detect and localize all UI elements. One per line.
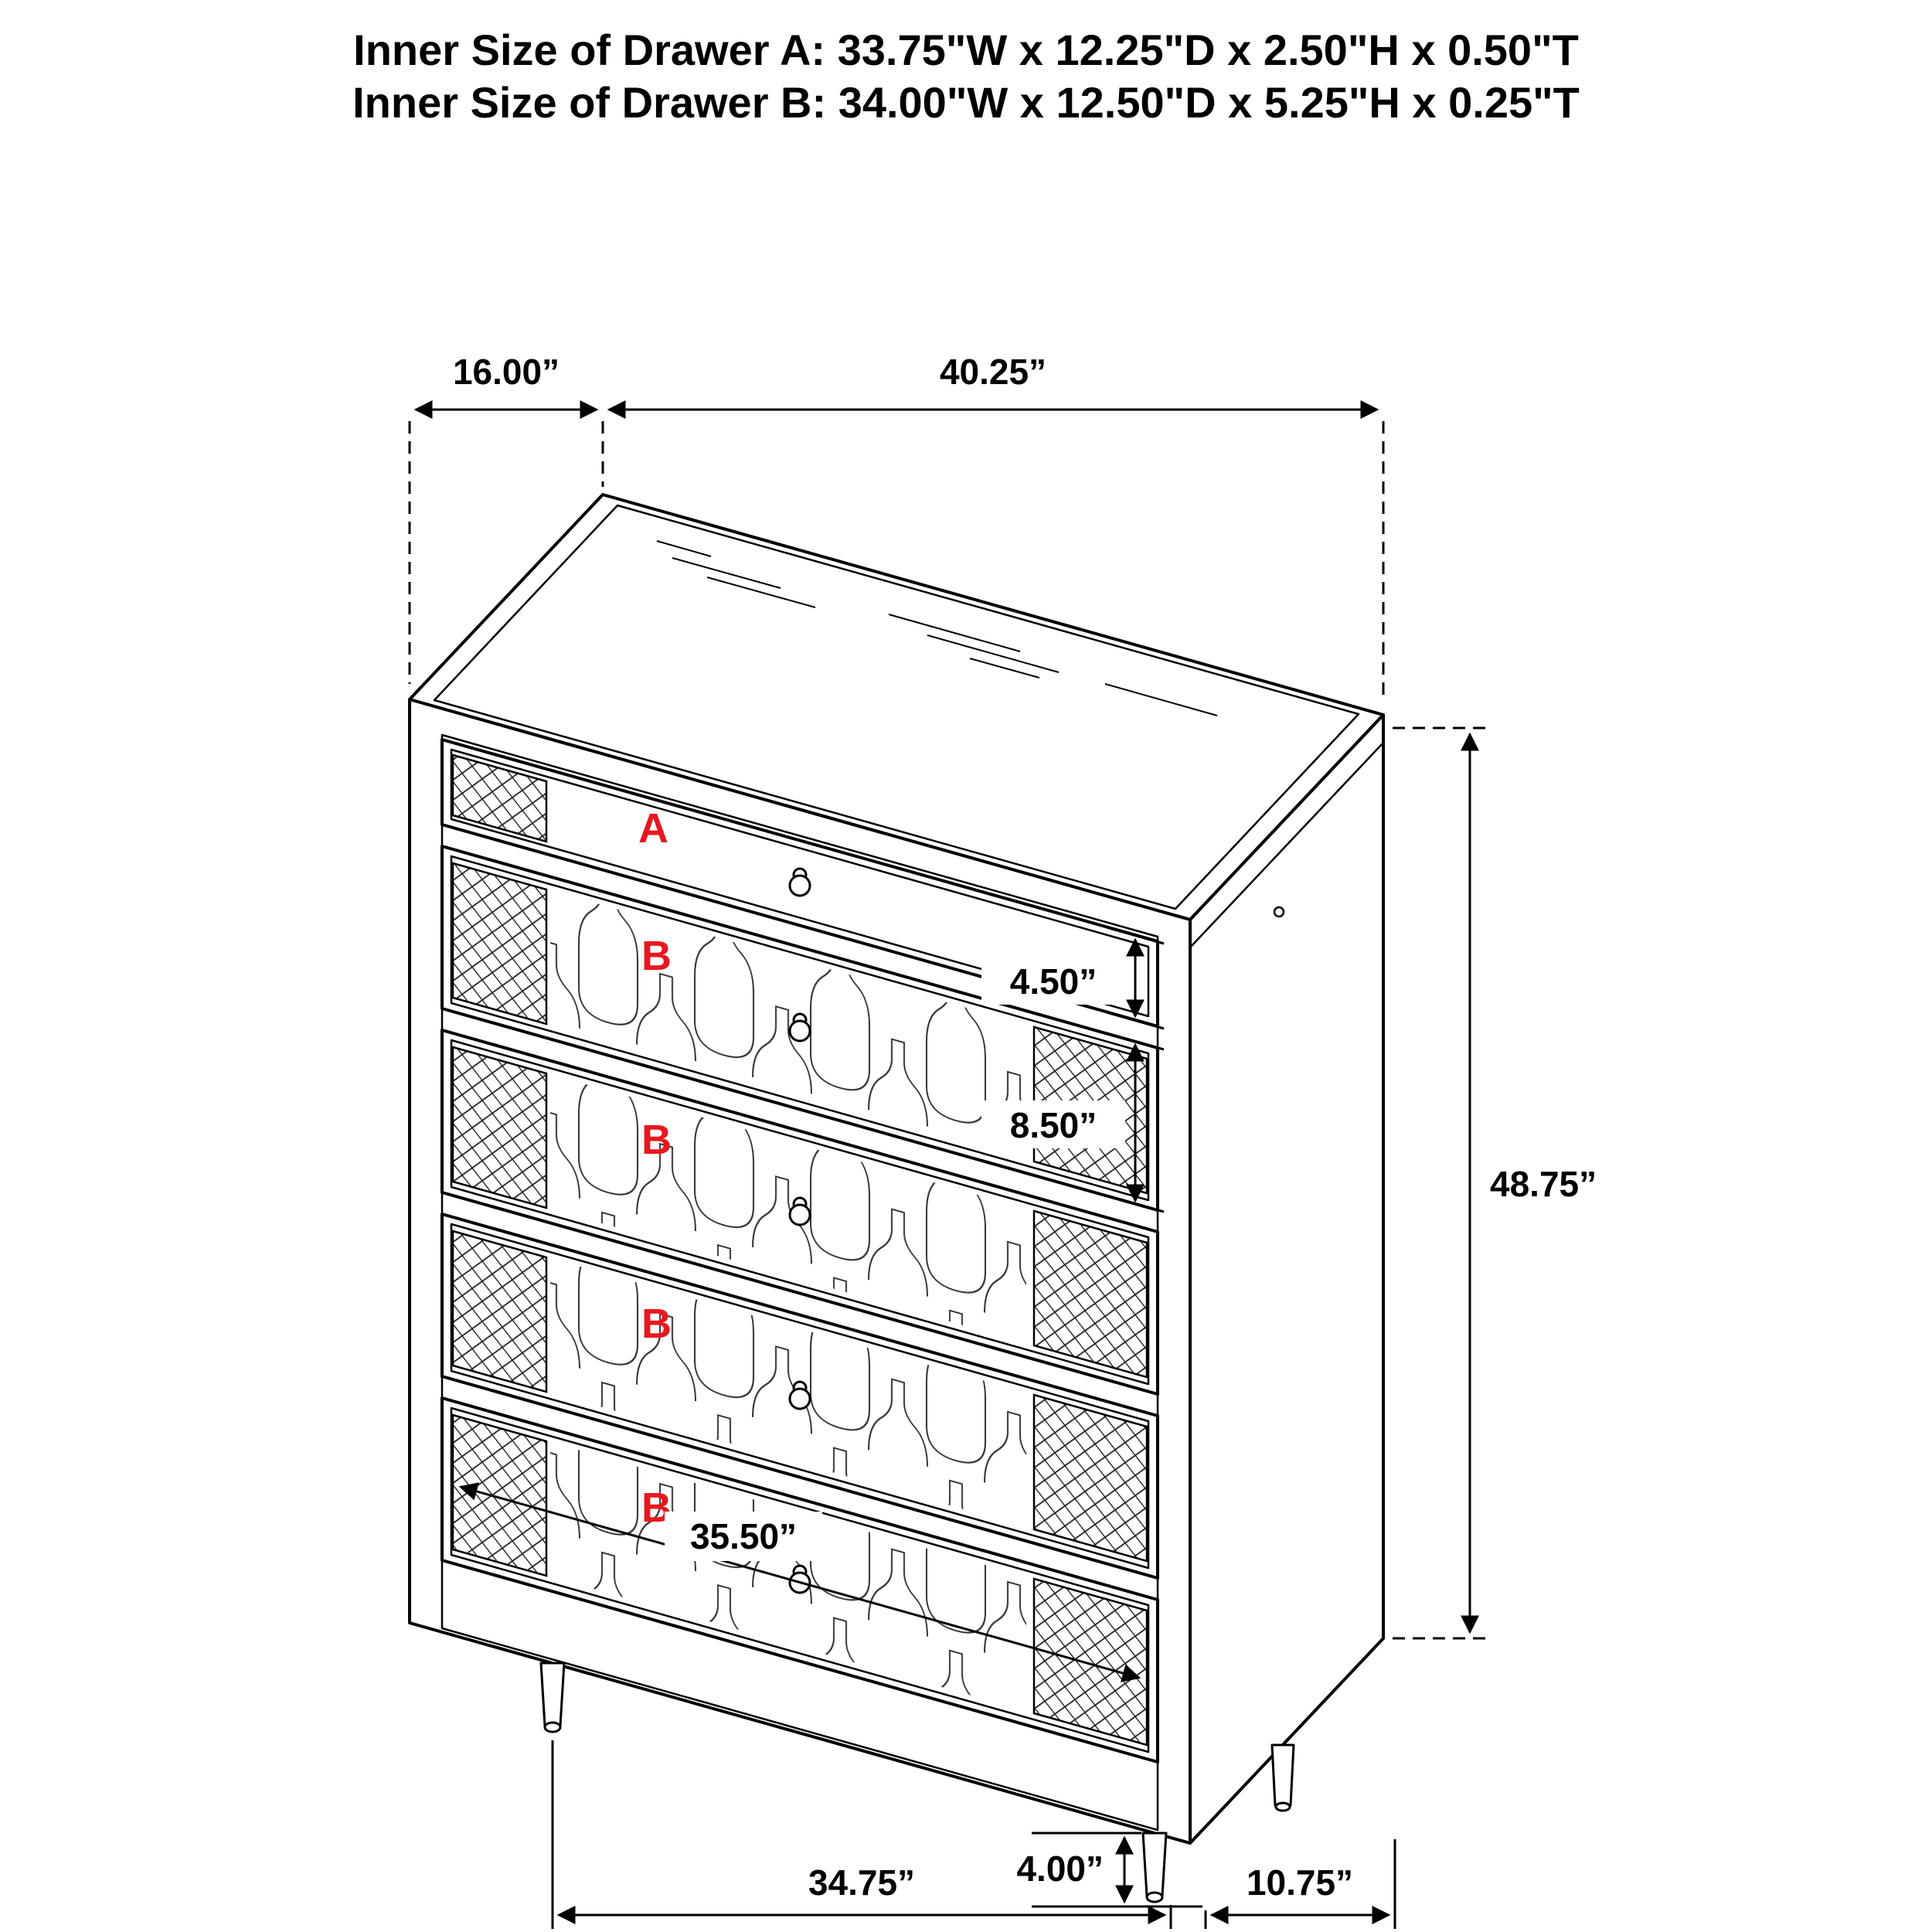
drawer-b2-left-lattice-panel — [451, 1046, 548, 1209]
front-left-leg-foot — [543, 1721, 562, 1733]
top-depth-value: 16.00” — [453, 352, 560, 392]
drawer-a-height-value: 4.50” — [1010, 961, 1097, 1002]
drawer-b2-right-lattice-panel — [1032, 1209, 1148, 1379]
dimension-overall-height: 48.75” — [1393, 726, 1597, 1640]
dimension-inner-width: 35.50” — [458, 1482, 1141, 1682]
dimension-side-leg-span: 10.75” — [1204, 1839, 1396, 1929]
dimension-top-depth: 16.00” — [408, 352, 604, 684]
chest-drawing: A B B B B — [408, 493, 1385, 1903]
drawer-a-inner-border — [450, 748, 1150, 1018]
drawer-a-knob — [788, 874, 811, 897]
dimension-leg-height: 4.00” — [1016, 1832, 1202, 1908]
front-right-leg — [1141, 1832, 1168, 1897]
drawer-b-height-label-box — [981, 1100, 1125, 1148]
drawer-b2-ornament-panel — [550, 1074, 1026, 1343]
drawer-b1-left-lattice-panel — [451, 862, 548, 1026]
drawer-b3-ornament-panel — [550, 1258, 1026, 1527]
drawer-b1-knob — [788, 1019, 811, 1043]
side-leg-span-value: 10.75” — [1247, 1862, 1353, 1903]
drawer-b-height-value: 8.50” — [1010, 1105, 1097, 1145]
drawer-b3-inner-border — [450, 1223, 1150, 1570]
back-right-leg-foot — [1274, 1801, 1291, 1812]
inner-width-value: 35.50” — [690, 1516, 797, 1556]
overall-height-value: 48.75” — [1490, 1164, 1597, 1204]
drawer-b1-inner-border — [450, 855, 1150, 1202]
drawer-b3-knob — [788, 1387, 811, 1410]
back-right-leg — [1270, 1743, 1295, 1807]
front-leg-span-value: 34.75” — [808, 1862, 915, 1903]
drawer-a-label: A — [638, 805, 668, 852]
drawer-a-left-lattice-panel — [451, 753, 548, 843]
drawer-b1-label: B — [641, 933, 672, 979]
drawer-b3-label: B — [641, 1301, 672, 1347]
top-face-sheen-marks — [656, 540, 1218, 716]
front-right-leg-foot — [1145, 1891, 1164, 1903]
side-peg-hole — [1273, 906, 1285, 918]
top-face-inner-border — [433, 504, 1360, 910]
leg-height-value: 4.00” — [1016, 1849, 1104, 1889]
drawer-b4-left-lattice-panel — [451, 1413, 548, 1577]
inner-width-label-box — [665, 1512, 822, 1561]
dimension-front-leg-span: 34.75” — [551, 1740, 1172, 1929]
drawer-b2-inner-border — [450, 1039, 1150, 1386]
drawer-b2-knob — [788, 1203, 811, 1226]
drawer-b2 — [440, 1029, 1159, 1396]
front-left-leg — [539, 1662, 566, 1727]
drawer-b1-ornament-panel — [550, 890, 1026, 1159]
dimension-drawer-b-height: 8.50” — [981, 1032, 1165, 1213]
drawer-a-height-label-box — [981, 957, 1125, 1005]
side-top-slab-line — [1189, 742, 1384, 948]
dimension-top-width: 40.25” — [607, 352, 1385, 699]
top-width-value: 40.25” — [940, 352, 1046, 392]
drawer-b2-label: B — [641, 1117, 672, 1163]
header-line-2: Inner Size of Drawer B: 34.00"W x 12.50"… — [352, 78, 1580, 127]
drawer-b3-left-lattice-panel — [451, 1230, 548, 1393]
header-line-1: Inner Size of Drawer A: 33.75"W x 12.25"… — [353, 26, 1579, 74]
dimension-drawer-a-height: 4.50” — [981, 926, 1165, 1030]
